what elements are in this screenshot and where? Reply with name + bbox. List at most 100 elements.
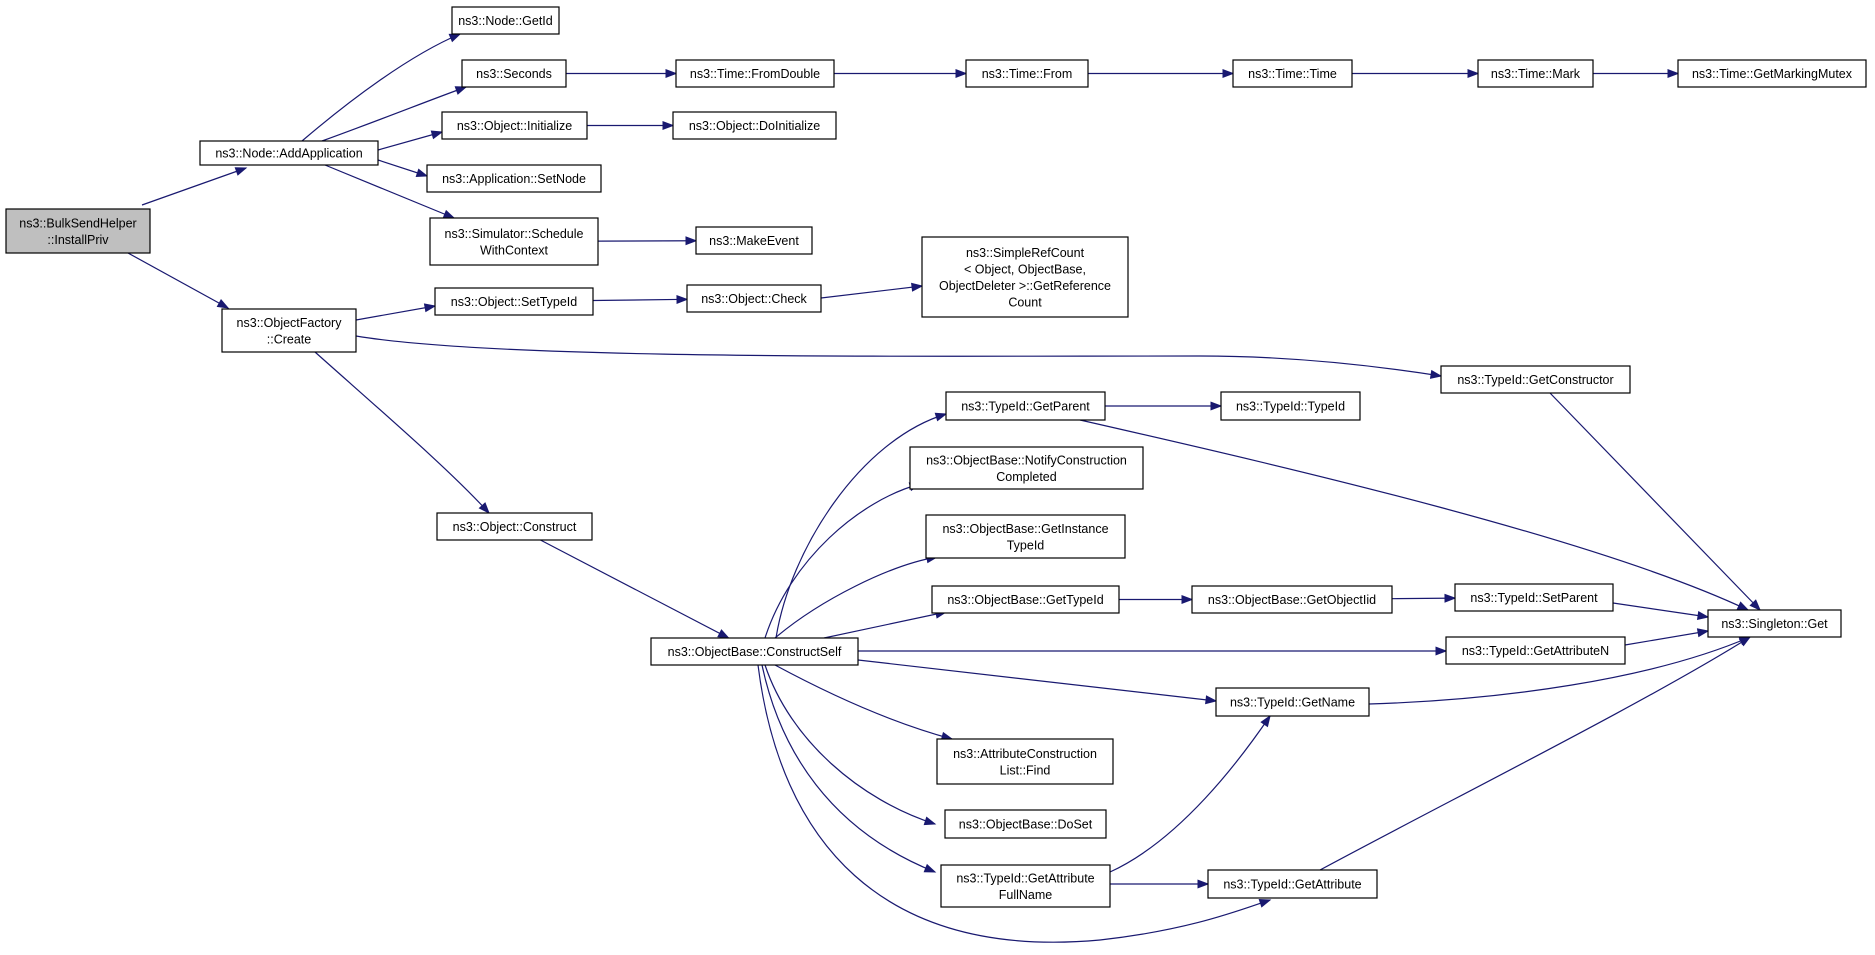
- node-objbase-gettypeid[interactable]: ns3::ObjectBase::GetTypeId: [931, 585, 1120, 614]
- node-object-construct[interactable]: ns3::Object::Construct: [436, 512, 593, 541]
- node-typeid-getattribute[interactable]: ns3::TypeId::GetAttribute: [1207, 869, 1378, 899]
- arrowhead-icon: [1258, 899, 1272, 908]
- node-label: Count: [1008, 295, 1042, 309]
- edge-objbase-constructself-to-objbase-getinstance: [774, 554, 939, 639]
- node-objbase-constructself[interactable]: ns3::ObjectBase::ConstructSelf: [650, 637, 859, 666]
- arrowhead-icon: [216, 298, 230, 309]
- node-seconds[interactable]: ns3::Seconds: [461, 59, 567, 88]
- edge-line: [764, 483, 921, 639]
- node-label: ns3::ObjectFactory: [237, 316, 343, 330]
- edge-line: [823, 611, 947, 639]
- node-typeid-getname[interactable]: ns3::TypeId::GetName: [1215, 687, 1370, 717]
- edge-line: [774, 664, 953, 740]
- node-box: [426, 164, 602, 193]
- node-time-fromdouble[interactable]: ns3::Time::FromDouble: [675, 59, 835, 88]
- edge-bulk-install-to-node-addapp: [141, 167, 248, 206]
- arrowhead-icon: [1738, 636, 1752, 647]
- node-time-getmarkingmutex[interactable]: ns3::Time::GetMarkingMutex: [1677, 59, 1867, 88]
- arrowhead-icon: [955, 68, 968, 79]
- node-label: ns3::Time::Time: [1248, 67, 1337, 81]
- edge-line: [314, 351, 490, 514]
- edge-line: [1612, 602, 1709, 618]
- node-label: ns3::Object::Initialize: [457, 119, 572, 133]
- node-box: [965, 59, 1089, 88]
- node-label: ns3::TypeId::GetName: [1230, 696, 1355, 710]
- node-bulk-install[interactable]: ns3::BulkSendHelper::InstallPriv: [5, 208, 151, 254]
- node-makeevent[interactable]: ns3::MakeEvent: [695, 226, 813, 255]
- edge-objfactory-create-to-object-construct: [314, 351, 490, 515]
- node-label: ns3::SimpleRefCount: [966, 246, 1085, 260]
- node-box: [921, 236, 1129, 318]
- edge-line: [301, 33, 461, 142]
- node-label: ns3::AttributeConstruction: [953, 747, 1097, 761]
- node-box: [1220, 391, 1361, 421]
- node-time-from[interactable]: ns3::Time::From: [965, 59, 1089, 88]
- node-objbase-notify[interactable]: ns3::ObjectBase::NotifyConstructionCompl…: [909, 446, 1144, 490]
- node-box: [441, 111, 588, 140]
- node-node-addapp[interactable]: ns3::Node::AddApplication: [199, 140, 379, 166]
- node-box: [1232, 59, 1353, 88]
- node-node-getid[interactable]: ns3::Node::GetId: [451, 6, 560, 35]
- arrowhead-icon: [1667, 68, 1680, 79]
- node-app-setnode[interactable]: ns3::Application::SetNode: [426, 164, 602, 193]
- node-objbase-getobjectiid[interactable]: ns3::ObjectBase::GetObjectIid: [1191, 585, 1393, 614]
- edge-objbase-constructself-to-typeid-getattribute: [757, 664, 1272, 943]
- node-typeid-getconstructor[interactable]: ns3::TypeId::GetConstructor: [1440, 365, 1631, 394]
- node-typeid-getattributen[interactable]: ns3::TypeId::GetAttributeN: [1445, 636, 1626, 665]
- node-box: [436, 512, 593, 541]
- arrowhead-icon: [934, 412, 948, 422]
- node-time-time[interactable]: ns3::Time::Time: [1232, 59, 1353, 88]
- node-label: ns3::Application::SetNode: [442, 172, 586, 186]
- arrowhead-icon: [415, 168, 429, 178]
- node-box: [940, 864, 1111, 908]
- node-object-initialize[interactable]: ns3::Object::Initialize: [441, 111, 588, 140]
- node-object-settypeid[interactable]: ns3::Object::SetTypeId: [434, 287, 594, 316]
- node-objfactory-create[interactable]: ns3::ObjectFactory::Create: [221, 308, 357, 353]
- edge-line: [1391, 597, 1456, 600]
- edge-time-fromdouble-to-time-from: [834, 68, 968, 79]
- arrowhead-icon: [923, 863, 937, 873]
- edge-line: [1549, 392, 1761, 611]
- node-box: [686, 284, 822, 313]
- node-box: [944, 809, 1107, 839]
- node-label: ns3::Object::Check: [701, 292, 807, 306]
- edge-node-addapp-to-object-initialize: [377, 130, 444, 151]
- arrowhead-icon: [1197, 879, 1210, 889]
- node-object-doinitialize[interactable]: ns3::Object::DoInitialize: [672, 111, 837, 140]
- node-typeid-typeid[interactable]: ns3::TypeId::TypeId: [1220, 391, 1361, 421]
- node-box: [1477, 59, 1594, 88]
- node-label: ns3::ObjectBase::GetTypeId: [947, 593, 1103, 607]
- edge-object-construct-to-objbase-constructself: [540, 539, 730, 639]
- arrowhead-icon: [430, 130, 444, 140]
- edge-object-initialize-to-object-doinitialize: [587, 120, 675, 131]
- node-typeid-setparent[interactable]: ns3::TypeId::SetParent: [1454, 583, 1614, 612]
- node-box: [451, 6, 560, 35]
- node-label: TypeId: [1007, 538, 1045, 552]
- edge-typeid-getconstructor-to-singleton-get: [1549, 392, 1761, 612]
- node-label: ns3::TypeId::GetAttributeN: [1462, 644, 1609, 658]
- node-label: ns3::BulkSendHelper: [19, 216, 136, 230]
- arrowhead-icon: [478, 502, 490, 515]
- node-box: [675, 59, 835, 88]
- node-singleton-get[interactable]: ns3::Singleton::Get: [1707, 609, 1842, 638]
- node-typeid-getparent[interactable]: ns3::TypeId::GetParent: [945, 391, 1106, 421]
- node-label: ns3::TypeId::SetParent: [1470, 591, 1598, 605]
- arrowhead-icon: [423, 303, 437, 313]
- node-label: ns3::Time::GetMarkingMutex: [1692, 67, 1853, 81]
- edge-objbase-getobjectiid-to-typeid-setparent: [1391, 593, 1457, 603]
- node-label: List::Find: [1000, 763, 1051, 777]
- edge-line: [540, 539, 729, 639]
- edge-typeid-setparent-to-singleton-get: [1612, 602, 1710, 620]
- node-time-mark[interactable]: ns3::Time::Mark: [1477, 59, 1594, 88]
- node-object-check[interactable]: ns3::Object::Check: [686, 284, 822, 313]
- edge-line: [1319, 636, 1751, 871]
- edge-typeid-getattribute-to-singleton-get: [1319, 636, 1752, 871]
- node-simplerefcount[interactable]: ns3::SimpleRefCount< Object, ObjectBase,…: [921, 236, 1129, 318]
- node-objbase-doset[interactable]: ns3::ObjectBase::DoSet: [944, 809, 1107, 839]
- edge-line: [761, 664, 936, 873]
- arrowhead-icon: [234, 167, 248, 176]
